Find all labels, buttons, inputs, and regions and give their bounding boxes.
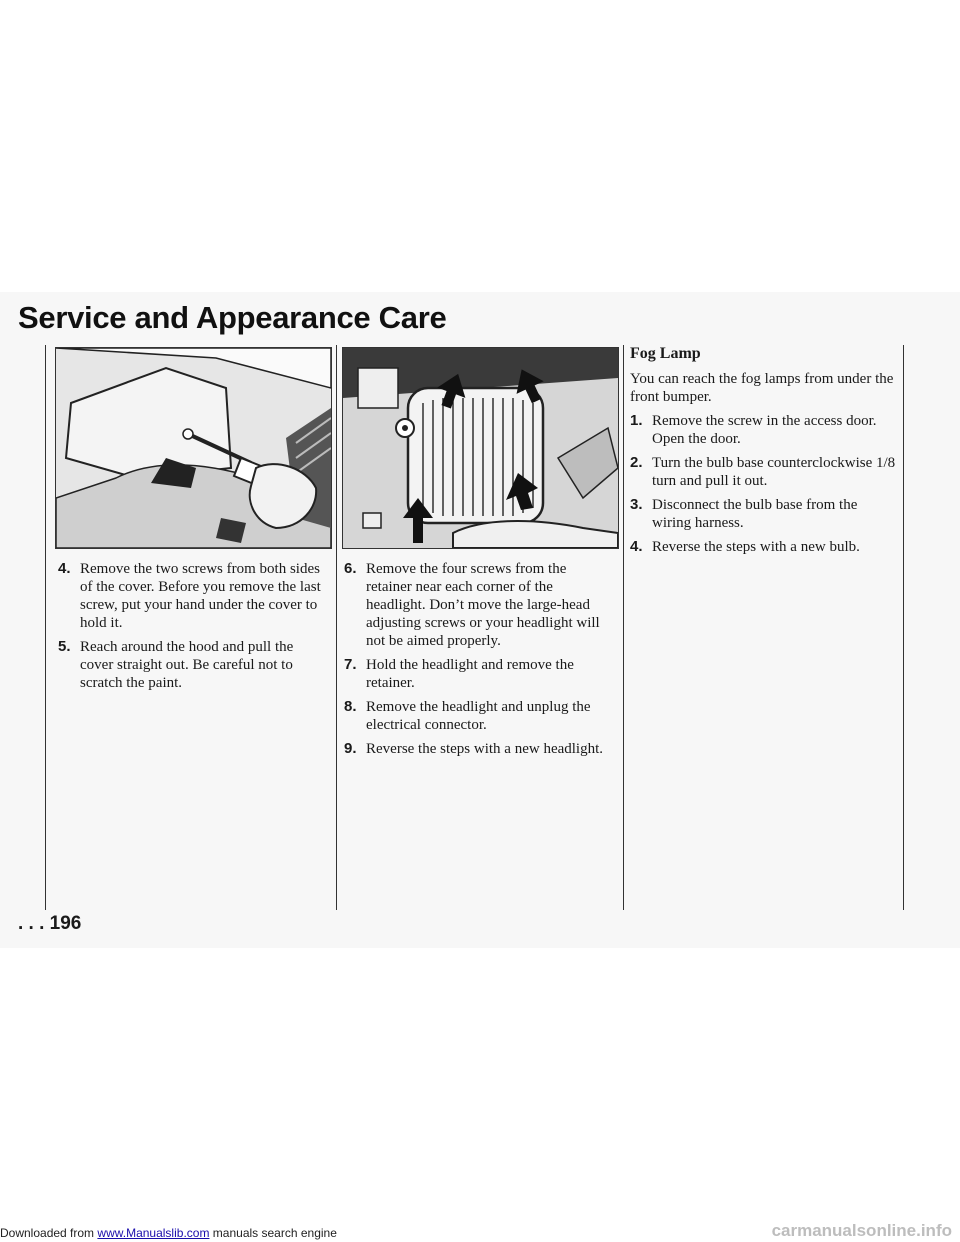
step-number: 6.	[344, 560, 357, 577]
column-rule-right	[623, 345, 624, 910]
watermark: carmanualsonline.info	[771, 1221, 952, 1240]
list-item: 9. Reverse the steps with a new headligh…	[344, 740, 614, 758]
step-text: Disconnect the bulb base from the wiring…	[652, 497, 858, 531]
step-number: 2.	[630, 454, 643, 471]
list-item: 1. Remove the screw in the access door. …	[630, 412, 898, 448]
list-item: 3. Disconnect the bulb base from the wir…	[630, 496, 898, 532]
right-column-steps: 1. Remove the screw in the access door. …	[630, 412, 898, 562]
footer-suffix: manuals search engine	[212, 1226, 337, 1240]
column-rule-middle	[336, 345, 337, 910]
step-number: 8.	[344, 698, 357, 715]
step-text: Reverse the steps with a new headlight.	[366, 741, 604, 757]
step-text: Remove the screw in the access door. Ope…	[652, 413, 877, 447]
step-number: 5.	[58, 638, 71, 655]
column-rule-left	[45, 345, 46, 910]
step-number: 3.	[630, 496, 643, 513]
manualslib-link[interactable]: www.Manualslib.com	[97, 1226, 210, 1240]
footer-prefix: Downloaded from	[0, 1226, 95, 1240]
step-text: Remove the two screws from both sides of…	[80, 561, 321, 631]
fog-lamp-heading: Fog Lamp	[630, 345, 701, 362]
column-rule-far-right	[903, 345, 904, 910]
step-text: Turn the bulb base counterclockwise 1/8 …	[652, 455, 896, 489]
list-item: 6. Remove the four screws from the retai…	[344, 560, 614, 650]
step-number: 4.	[630, 538, 643, 555]
page-title: Service and Appearance Care	[18, 300, 447, 335]
step-number: 7.	[344, 656, 357, 673]
list-item: 4. Reverse the steps with a new bulb.	[630, 538, 898, 556]
left-column-steps: 4. Remove the two screws from both sides…	[58, 560, 330, 698]
list-item: 5. Reach around the hood and pull the co…	[58, 638, 330, 692]
step-text: Remove the four screws from the retainer…	[366, 561, 600, 649]
download-footer: Downloaded from www.Manualslib.com manua…	[0, 1226, 337, 1240]
illustration-headlight-retainer	[342, 347, 619, 549]
list-item: 8. Remove the headlight and unplug the e…	[344, 698, 614, 734]
step-text: Reverse the steps with a new bulb.	[652, 539, 860, 555]
middle-column-steps: 6. Remove the four screws from the retai…	[344, 560, 614, 764]
step-text: Reach around the hood and pull the cover…	[80, 639, 294, 691]
step-number: 1.	[630, 412, 643, 429]
list-item: 4. Remove the two screws from both sides…	[58, 560, 330, 632]
step-text: Hold the headlight and remove the retain…	[366, 657, 574, 691]
fog-lamp-intro: You can reach the fog lamps from under t…	[630, 371, 894, 405]
page-number: . . . 196	[18, 913, 82, 934]
illustration-cover-removal	[55, 347, 332, 549]
step-number: 9.	[344, 740, 357, 757]
step-text: Remove the headlight and unplug the elec…	[366, 699, 591, 733]
step-number: 4.	[58, 560, 71, 577]
list-item: 7. Hold the headlight and remove the ret…	[344, 656, 614, 692]
list-item: 2. Turn the bulb base counterclockwise 1…	[630, 454, 898, 490]
